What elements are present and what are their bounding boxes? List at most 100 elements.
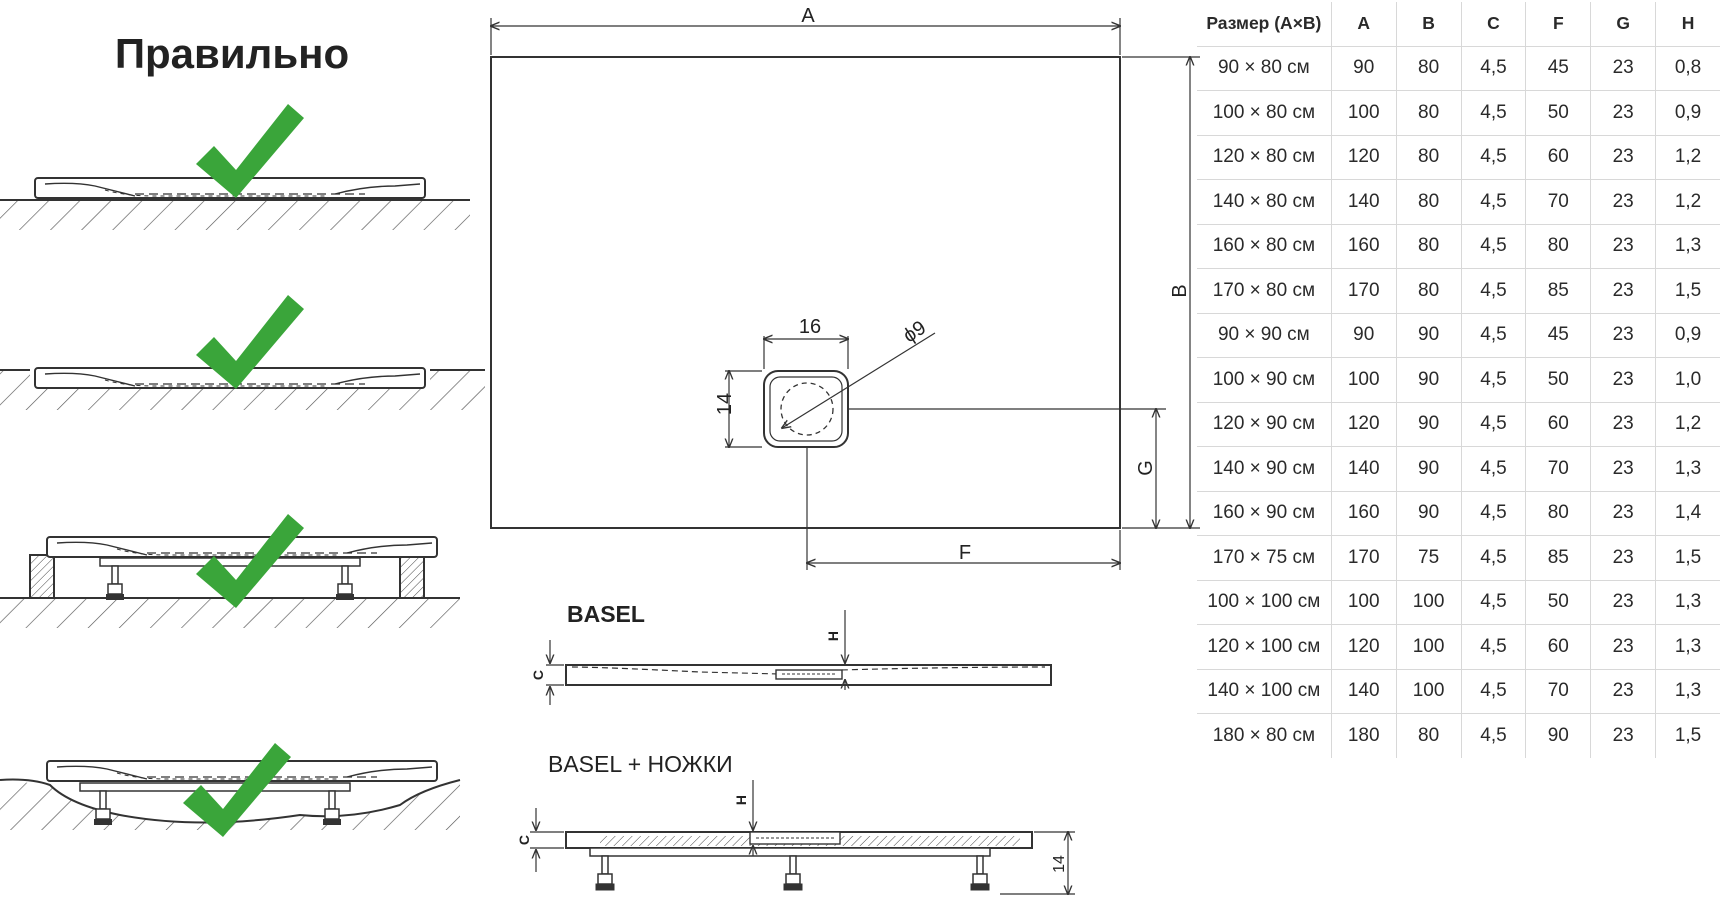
table-cell: 4,5	[1461, 580, 1527, 625]
basel-legs-title: BASEL + НОЖКИ	[548, 751, 733, 777]
header-h: H	[1655, 2, 1720, 47]
table-cell-size: 90 × 80 см	[1197, 46, 1332, 91]
table-cell: 1,2	[1655, 179, 1720, 225]
table-cell-size: 140 × 80 см	[1197, 179, 1332, 225]
table-cell: 90	[1331, 313, 1397, 358]
table-cell: 4,5	[1461, 624, 1527, 670]
table-cell: 23	[1590, 224, 1657, 269]
table-cell: 23	[1590, 624, 1657, 670]
basel-h-label: H	[825, 631, 841, 641]
table-cell: 4,5	[1461, 713, 1527, 758]
table-cell: 120	[1331, 135, 1397, 180]
table-cell: 1,2	[1655, 402, 1720, 447]
table-cell: 1,2	[1655, 135, 1720, 180]
table-cell: 23	[1590, 357, 1657, 403]
table-cell: 4,5	[1461, 90, 1527, 136]
dim-label-16: 16	[799, 316, 821, 338]
table-cell: 1,3	[1655, 446, 1720, 492]
table-cell: 23	[1590, 491, 1657, 536]
table-cell: 80	[1525, 224, 1592, 269]
table-cell: 4,5	[1461, 669, 1527, 714]
table-cell: 140	[1331, 446, 1397, 492]
table-cell: 80	[1396, 268, 1462, 314]
table-cell: 140	[1331, 179, 1397, 225]
table-cell: 75	[1396, 535, 1462, 581]
header-size: Размер (A×B)	[1197, 2, 1332, 47]
table-cell: 1,3	[1655, 669, 1720, 714]
table-cell: 100	[1396, 580, 1462, 625]
table-cell: 80	[1396, 46, 1462, 91]
table-cell-size: 100 × 100 см	[1197, 580, 1332, 625]
table-cell: 160	[1331, 491, 1397, 536]
table-cell-size: 160 × 90 см	[1197, 491, 1332, 536]
table-cell: 90	[1396, 357, 1462, 403]
header-a: A	[1331, 2, 1397, 47]
table-cell: 4,5	[1461, 46, 1527, 91]
table-cell: 23	[1590, 580, 1657, 625]
install-example-recessed	[0, 295, 485, 410]
table-cell: 85	[1525, 268, 1592, 314]
table-cell: 4,5	[1461, 491, 1527, 536]
table-cell-size: 140 × 90 см	[1197, 446, 1332, 492]
table-cell: 4,5	[1461, 446, 1527, 492]
install-example-legs-blocks	[0, 514, 460, 628]
table-cell: 80	[1396, 135, 1462, 180]
dim-label-14: 14	[714, 393, 736, 415]
table-cell-size: 120 × 100 см	[1197, 624, 1332, 670]
table-cell: 50	[1525, 90, 1592, 136]
table-cell: 120	[1331, 402, 1397, 447]
table-cell-size: 170 × 80 см	[1197, 268, 1332, 314]
table-cell: 23	[1590, 90, 1657, 136]
header-b: B	[1396, 2, 1462, 47]
basel-legs-h-label: H	[733, 795, 749, 805]
table-cell: 23	[1590, 268, 1657, 314]
table-cell: 100	[1396, 669, 1462, 714]
table-cell: 45	[1525, 313, 1592, 358]
table-cell: 170	[1331, 268, 1397, 314]
table-cell: 90	[1331, 46, 1397, 91]
table-header-row: Размер (A×B) A B C F G H	[1197, 2, 1720, 47]
table-cell-size: 100 × 80 см	[1197, 90, 1332, 136]
table-cell: 4,5	[1461, 535, 1527, 581]
table-cell: 4,5	[1461, 268, 1527, 314]
table-cell: 4,5	[1461, 179, 1527, 225]
table-cell: 140	[1331, 669, 1397, 714]
page-title: Правильно	[115, 30, 349, 77]
table-cell-size: 120 × 80 см	[1197, 135, 1332, 180]
table-cell: 60	[1525, 135, 1592, 180]
header-f: F	[1525, 2, 1592, 47]
table-cell: 90	[1396, 402, 1462, 447]
dim-label-g: G	[1135, 460, 1157, 476]
table-cell: 23	[1590, 669, 1657, 714]
table-cell: 4,5	[1461, 402, 1527, 447]
table-cell: 1,4	[1655, 491, 1720, 536]
table-cell: 120	[1331, 624, 1397, 670]
install-example-floor	[0, 104, 470, 230]
table-cell: 23	[1590, 46, 1657, 91]
table-cell: 23	[1590, 402, 1657, 447]
table-cell: 80	[1396, 179, 1462, 225]
table-cell: 23	[1590, 313, 1657, 358]
table-cell-size: 170 × 75 см	[1197, 535, 1332, 581]
header-c: C	[1461, 2, 1527, 47]
top-view-drawing	[490, 18, 1200, 570]
table-cell-size: 180 × 80 см	[1197, 713, 1332, 758]
table-cell: 100	[1396, 624, 1462, 670]
basel-legs-profile	[530, 780, 1075, 894]
table-cell: 80	[1396, 224, 1462, 269]
table-cell: 0,9	[1655, 90, 1720, 136]
table-cell: 60	[1525, 624, 1592, 670]
table-cell: 23	[1590, 446, 1657, 492]
table-cell: 100	[1331, 580, 1397, 625]
table-cell: 100	[1331, 357, 1397, 403]
